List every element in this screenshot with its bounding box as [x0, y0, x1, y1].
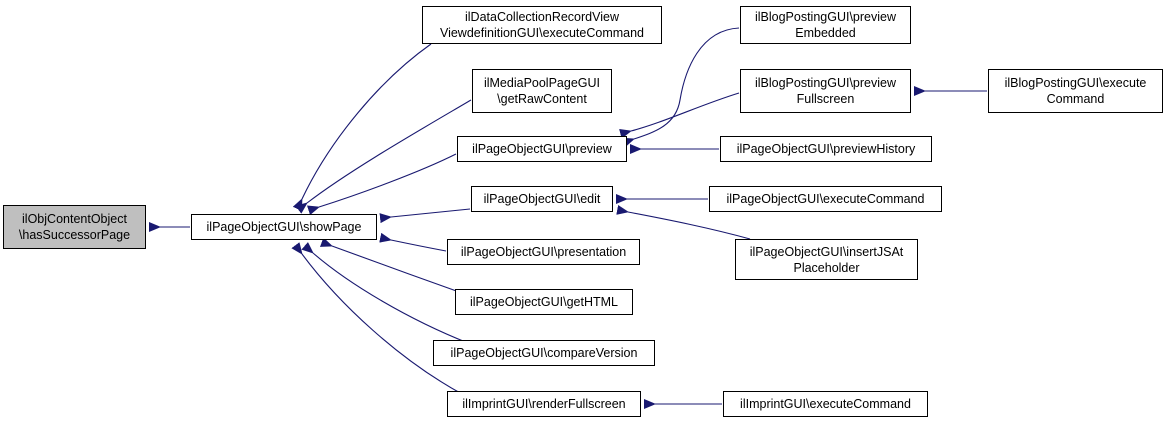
node-ilmediapoolpagegui-getrawcontent[interactable]: ilMediaPoolPageGUI\getRawContent [472, 69, 612, 113]
edge-presentation-to-showpage [379, 232, 447, 252]
edge-blogfullscreen-to-preview [619, 92, 740, 139]
node-ilpageobjectgui-edit[interactable]: ilPageObjectGUI\edit [471, 186, 613, 212]
edge-mediapool-to-showpage [295, 99, 472, 214]
edge-insertjs-to-edit [616, 205, 751, 240]
node-ilpageobjectgui-executecommand[interactable]: ilPageObjectGUI\executeCommand [709, 186, 942, 212]
node-ilpageobjectgui-compareversion[interactable]: ilPageObjectGUI\compareVersion [433, 340, 655, 366]
edge-preview-to-showpage [307, 153, 457, 216]
node-ilpageobjectgui-showpage[interactable]: ilPageObjectGUI\showPage [191, 214, 377, 240]
node-ilimprintgui-executecommand[interactable]: ilImprintGUI\executeCommand [723, 391, 928, 417]
node-ilpageobjectgui-gethtml[interactable]: ilPageObjectGUI\getHTML [455, 289, 633, 315]
edge-compareversion-to-showpage [301, 242, 469, 344]
edge-blogembedded-to-preview [621, 27, 740, 148]
node-ilpageobjectgui-previewhistory[interactable]: ilPageObjectGUI\previewHistory [720, 136, 932, 162]
node-ilimprintgui-renderfullscreen[interactable]: ilImprintGUI\renderFullscreen [447, 391, 641, 417]
edge-dcexecute-to-showpage [292, 43, 432, 212]
edge-gethtml-to-showpage [319, 237, 463, 294]
edge-imprintrender-to-showpage [291, 242, 463, 395]
edge-edit-to-showpage [379, 208, 471, 224]
node-ilobjcontentobject-hassuccessorpage: ilObjContentObject\hasSuccessorPage [3, 205, 146, 249]
node-ilpageobjectgui-preview[interactable]: ilPageObjectGUI\preview [457, 136, 627, 162]
node-ilpageobjectgui-presentation[interactable]: ilPageObjectGUI\presentation [447, 239, 640, 265]
